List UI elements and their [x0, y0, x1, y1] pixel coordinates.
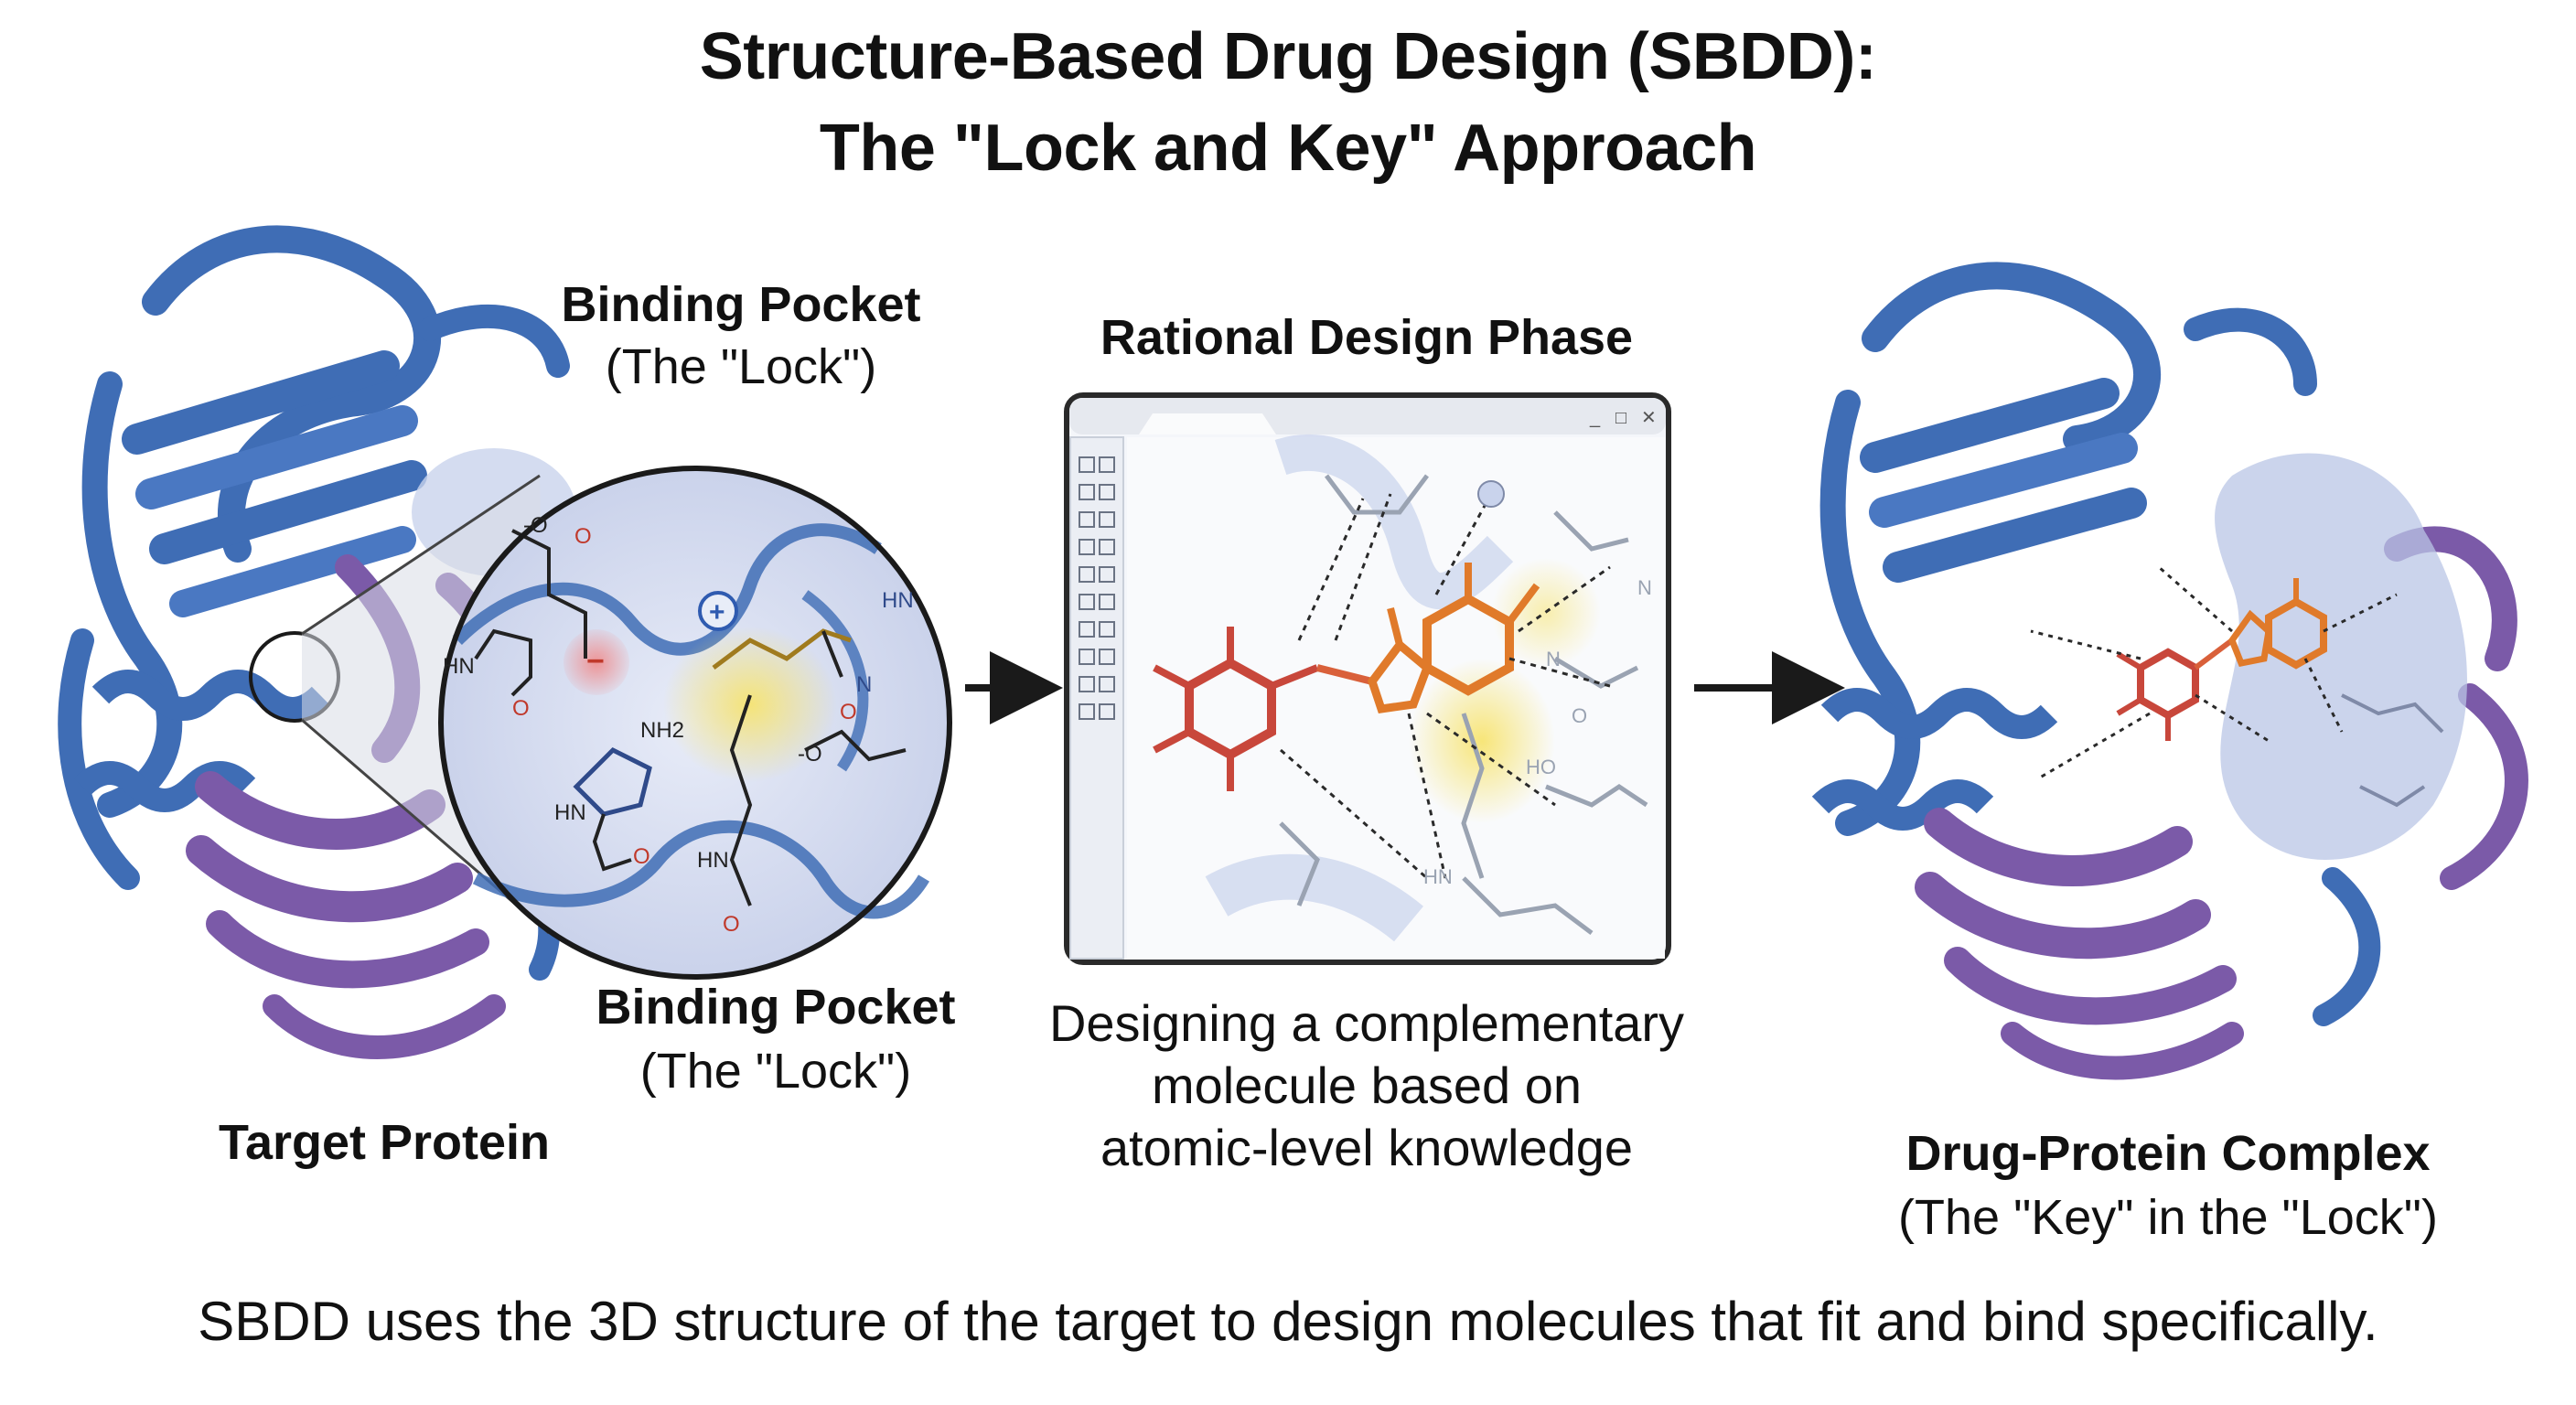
chem-label: HN — [1423, 865, 1453, 888]
chem-label: -O — [523, 513, 548, 538]
chem-label: HN — [443, 654, 475, 679]
chem-label: N — [1546, 648, 1561, 670]
design-caption-line-3: atomic-level knowledge — [1100, 1119, 1634, 1176]
chem-label: N — [856, 672, 872, 697]
design-chem-labels: HO O HN N N — [1423, 576, 1652, 888]
chem-label: O — [723, 912, 740, 937]
window-controls[interactable]: _ □ ✕ — [1589, 408, 1657, 428]
design-software-window — [1064, 392, 1671, 965]
title-line-1: Structure-Based Drug Design (SBDD): — [699, 20, 1877, 93]
maximize-icon: □ — [1615, 408, 1626, 428]
chem-label: N — [1637, 576, 1652, 599]
pocket-chem-labels: -O O HN O NH2 HN O -O O HN O N HN − + — [443, 513, 914, 937]
chem-label: -O — [798, 742, 822, 767]
footer-summary: SBDD uses the 3D structure of the target… — [198, 1291, 2378, 1352]
chem-label: O — [1572, 704, 1587, 727]
docked-ligand — [2116, 578, 2327, 741]
binding-pocket-zoom — [438, 466, 952, 980]
title-line-2: The "Lock and Key" Approach — [819, 112, 1757, 185]
pocket-bottom-title: Binding Pocket — [596, 980, 956, 1035]
pocket-bottom-subtitle: (The "Lock") — [639, 1044, 912, 1099]
positive-charge-bubble — [698, 591, 738, 631]
design-phase-title: Rational Design Phase — [1100, 310, 1634, 365]
design-caption-line-2: molecule based on — [1151, 1056, 1583, 1114]
complex-protein-ribbon — [1811, 262, 2528, 1080]
complex-residues — [2341, 693, 2444, 808]
complex-subtitle: (The "Key" in the "Lock") — [1898, 1190, 2438, 1245]
design-caption-line-1: Designing a complementary — [1048, 994, 1685, 1052]
chem-label: O — [633, 844, 650, 869]
close-icon: ✕ — [1641, 408, 1657, 428]
chem-label: NH2 — [640, 718, 684, 743]
positive-charge-symbol: + — [709, 597, 725, 627]
chem-label: O — [840, 700, 857, 724]
negative-charge-symbol: − — [586, 644, 605, 679]
chem-label: O — [512, 696, 530, 721]
target-protein-ribbon — [58, 225, 570, 1059]
minimize-icon: _ — [1589, 408, 1601, 428]
pocket-surface-complex — [2215, 453, 2468, 860]
chem-label: HN — [697, 848, 729, 873]
toolbar-icons — [1079, 456, 1115, 720]
chem-label: O — [574, 524, 592, 549]
target-protein-label: Target Protein — [218, 1115, 551, 1170]
chem-label: HN — [882, 588, 914, 613]
chem-label: HO — [1526, 756, 1556, 778]
chem-label: HN — [554, 800, 586, 825]
complex-interaction-lines — [2030, 565, 2398, 779]
negative-charge-bubble — [564, 629, 629, 695]
pocket-top-subtitle: (The "Lock") — [605, 339, 877, 394]
complex-title: Drug-Protein Complex — [1905, 1126, 2431, 1181]
pocket-top-title: Binding Pocket — [561, 277, 921, 332]
